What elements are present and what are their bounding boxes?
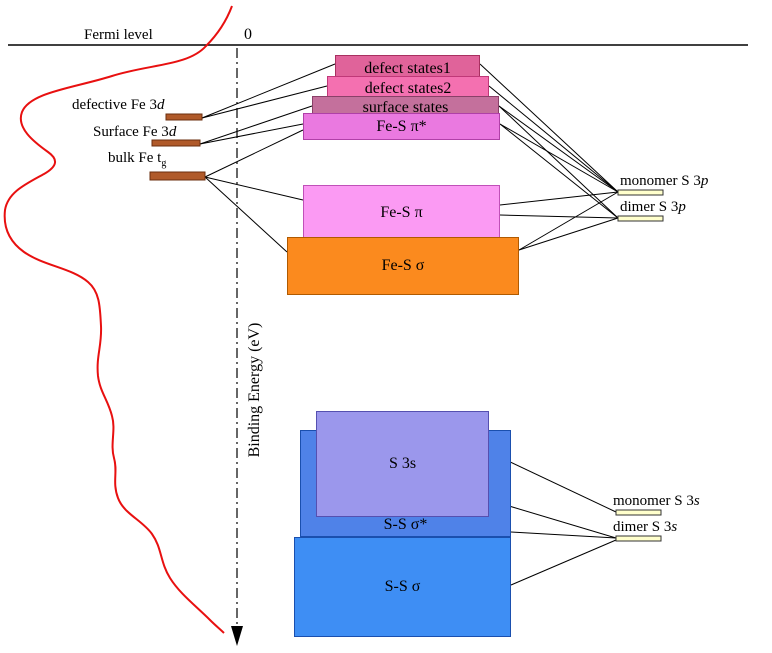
band-box-ss-sigma: S-S σ — [294, 537, 511, 637]
band-label-fes-sigma: Fe-S σ — [381, 257, 425, 274]
band-label-fes-pi: Fe-S π — [380, 203, 423, 221]
orbital-connector-lines-right-p — [479, 63, 619, 251]
band-label-ss-sigma: S-S σ — [384, 578, 421, 595]
level-bar-surface-fe3d — [151, 139, 201, 147]
band-label-fes-pi-star: Fe-S π* — [376, 117, 427, 135]
level-bar-monomer-s3p — [617, 189, 664, 196]
level-label-surface-fe3d: Surface Fe 3d — [93, 124, 177, 140]
band-label-ss-sigma-star: S-S σ* — [383, 516, 428, 533]
axis-arrowhead-icon — [231, 626, 243, 646]
level-bar-monomer-s3s — [615, 509, 662, 516]
level-label-monomer-s3s: monomer S 3s — [613, 493, 700, 509]
level-label-dimer-s3p: dimer S 3p — [620, 199, 686, 215]
level-label-defective-fe3d: defective Fe 3d — [72, 97, 165, 113]
level-label-bulk-fe-tg: bulk Fe tg — [108, 150, 167, 169]
level-bar-defective-fe3d — [165, 113, 203, 121]
band-box-fes-pi: Fe-S π — [303, 185, 500, 240]
band-box-fes-pi-star: Fe-S π* — [303, 113, 500, 140]
fermi-level-label: Fermi level — [84, 27, 153, 43]
spectrum-curve — [3, 5, 233, 634]
level-label-monomer-s3p: monomer S 3p — [620, 173, 709, 189]
band-box-fes-sigma: Fe-S σ — [287, 237, 519, 295]
band-label-s3s: S 3s — [388, 455, 417, 472]
band-label-surface-states: surface states — [362, 98, 449, 116]
band-label-defect-states2: defect states2 — [364, 79, 452, 97]
level-bar-bulk-fe-tg — [149, 171, 206, 181]
band-label-defect-states1: defect states1 — [364, 59, 451, 77]
level-bar-dimer-s3s — [615, 535, 662, 542]
level-label-dimer-s3s: dimer S 3s — [613, 519, 678, 535]
axis-zero-label: 0 — [244, 26, 252, 43]
band-box-s3s: S 3s — [316, 411, 489, 517]
binding-energy-axis-label: Binding Energy (eV) — [246, 322, 264, 458]
level-bar-dimer-s3p — [617, 215, 664, 222]
orbital-connector-lines-left — [199, 63, 336, 253]
